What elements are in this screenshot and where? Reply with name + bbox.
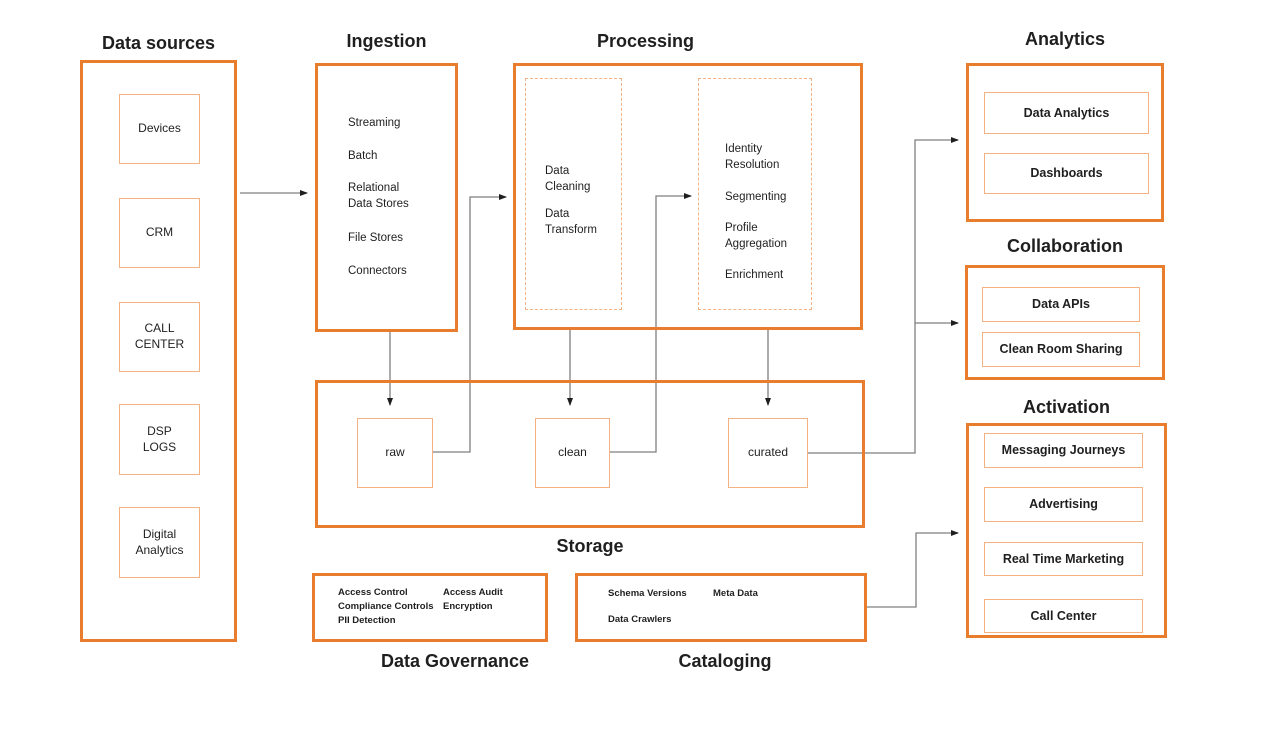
activation-item-messaging-journeys: Messaging Journeys [984, 433, 1143, 468]
governance-item-compliance-controls: Compliance Controls [338, 601, 434, 612]
processing-item-data-cleaning: Data Cleaning [545, 165, 591, 193]
processing-item-segmenting: Segmenting [725, 191, 787, 203]
processing-item-profile-aggregation: Profile Aggregation [725, 222, 788, 250]
arrow-cataloging-to-activation [867, 530, 959, 608]
arrow-curated-to-analytics [808, 137, 959, 454]
storage-zone-raw: raw [357, 418, 433, 488]
ingestion-item-batch: Batch [348, 150, 378, 162]
processing-item-enrichment: Enrichment [725, 269, 784, 281]
source-crm: CRM [119, 198, 200, 268]
ingestion-box [315, 63, 458, 332]
ingestion-item-file-stores: File Stores [348, 232, 403, 244]
cataloging-box [575, 573, 867, 642]
cleaning-group-box [525, 78, 622, 310]
processing-item-identity-resolution: Identity Resolution [725, 143, 780, 171]
activation-title: Activation [1022, 397, 1110, 417]
cataloging-item-data-crawlers: Data Crawlers [608, 614, 672, 625]
storage-zone-clean: clean [535, 418, 610, 488]
ingestion-item-relational-data-stores: Relational Data Stores [348, 182, 409, 210]
processing-box [513, 63, 863, 330]
cataloging-item-meta-data: Meta Data [713, 588, 758, 599]
storage-box [315, 380, 865, 528]
data-governance-box [312, 573, 548, 642]
source-devices: Devices [119, 94, 200, 164]
governance-item-access-control: Access Control [338, 587, 408, 598]
collaboration-title: Collaboration [1007, 236, 1123, 256]
governance-item-encryption: Encryption [443, 601, 493, 612]
governance-item-access-audit: Access Audit [443, 587, 503, 598]
data-sources-title: Data sources [101, 33, 216, 53]
collaboration-item-data-apis: Data APIs [982, 287, 1140, 322]
processing-title: Processing [596, 31, 695, 51]
cataloging-title: Cataloging [678, 651, 772, 671]
activation-item-advertising: Advertising [984, 487, 1143, 522]
ingestion-item-connectors: Connectors [348, 265, 407, 277]
storage-title: Storage [556, 536, 624, 556]
source-call-center: CALL CENTER [119, 302, 200, 372]
activation-item-call-center: Call Center [984, 599, 1143, 633]
analytics-item-data-analytics: Data Analytics [984, 92, 1149, 134]
ingestion-title: Ingestion [346, 31, 427, 51]
source-dsp-logs: DSP LOGS [119, 404, 200, 475]
enrichment-group-box [698, 78, 812, 310]
activation-item-real-time-marketing: Real Time Marketing [984, 542, 1143, 576]
cataloging-item-schema-versions: Schema Versions [608, 588, 687, 599]
collaboration-item-clean-room-sharing: Clean Room Sharing [982, 332, 1140, 367]
storage-zone-curated: curated [728, 418, 808, 488]
analytics-title: Analytics [1024, 29, 1106, 49]
governance-item-pii-detection: PII Detection [338, 615, 396, 626]
data-sources-box [80, 60, 237, 642]
arrow-clean-to-identity-resolution [610, 193, 692, 453]
analytics-box [966, 63, 1164, 222]
processing-item-data-transform: Data Transform [545, 208, 597, 236]
source-digital-analytics: Digital Analytics [119, 507, 200, 578]
activation-box [966, 423, 1167, 638]
arrow-raw-to-data-cleaning [433, 194, 507, 453]
data-governance-title: Data Governance [380, 651, 530, 671]
ingestion-item-streaming: Streaming [348, 117, 401, 129]
collaboration-box [965, 265, 1165, 380]
analytics-item-dashboards: Dashboards [984, 153, 1149, 194]
